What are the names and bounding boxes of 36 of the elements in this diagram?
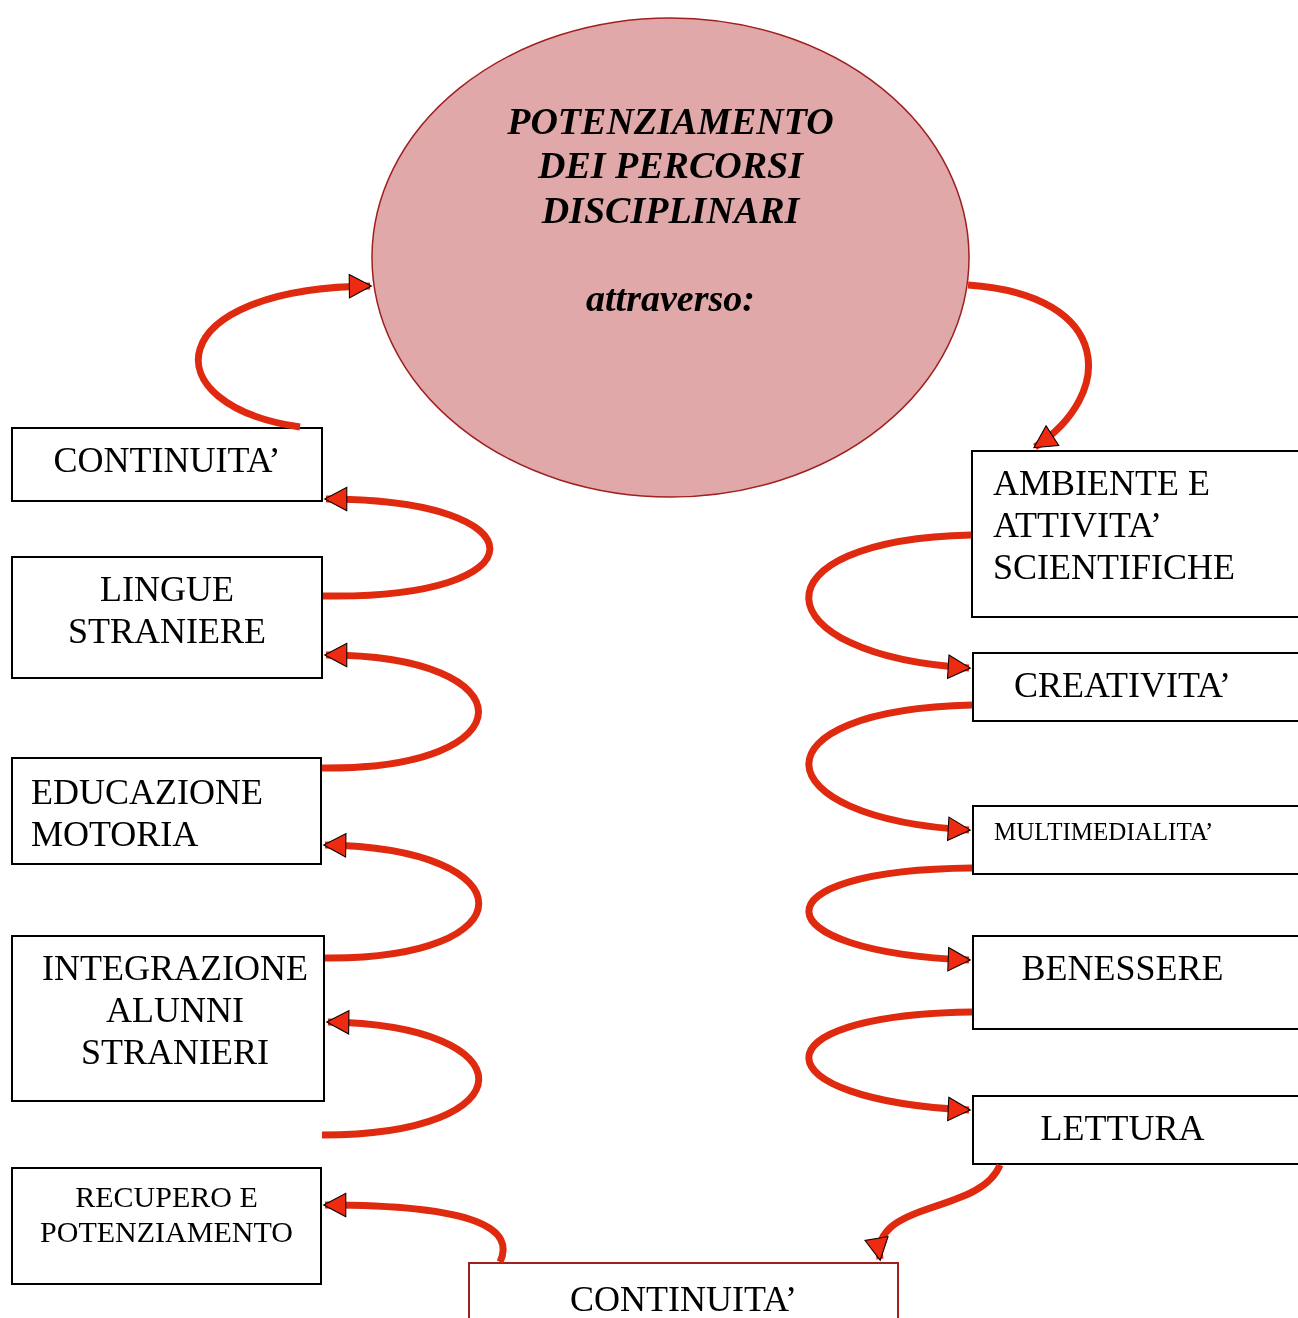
box-label: LETTURA [1039, 1107, 1206, 1150]
box-label: BENESSERE [1020, 947, 1225, 990]
box-label: EDUCAZIONE MOTORIA [31, 771, 264, 856]
curved-arrow [805, 531, 972, 678]
text-box [11, 556, 323, 679]
text-box [972, 805, 1298, 875]
curved-arrow [321, 643, 482, 772]
curved-arrow [805, 701, 973, 841]
ellipse-title: POTENZIAMENTO DEI PERCORSI DISCIPLINARI [506, 99, 835, 233]
box-label: LINGUE STRANIERE [67, 568, 267, 653]
text-box [972, 1095, 1298, 1165]
curved-arrow [195, 275, 372, 431]
curved-arrow [967, 281, 1092, 450]
text-box [468, 1262, 899, 1318]
curved-arrow [323, 834, 482, 962]
text-box [971, 450, 1298, 618]
box-label: RECUPERO E POTENZIAMENTO [39, 1179, 294, 1250]
box-label: CREATIVITA’ [1012, 664, 1233, 707]
box-label: INTEGRAZIONE ALUNNI STRANIERI [41, 947, 309, 1074]
curved-arrow [867, 1163, 1003, 1261]
box-label: CONTINUITA’ [52, 439, 282, 482]
text-box [972, 652, 1298, 722]
box-label: MULTIMEDIALITA’ [994, 817, 1215, 847]
text-box [972, 935, 1298, 1030]
ellipse-node [371, 17, 970, 498]
curved-arrow [321, 1011, 483, 1139]
box-label: AMBIENTE E ATTIVITA’ SCIENTIFICHE [993, 462, 1236, 589]
box-label: CONTINUITA’ [568, 1278, 799, 1318]
curved-arrow [805, 864, 973, 971]
curved-arrow [805, 1008, 973, 1121]
text-box [11, 935, 325, 1102]
text-box [11, 1167, 322, 1285]
curved-arrow [322, 487, 493, 600]
text-box [11, 427, 323, 502]
text-box [11, 757, 322, 865]
ellipse-subtitle: attraverso: [585, 276, 756, 321]
